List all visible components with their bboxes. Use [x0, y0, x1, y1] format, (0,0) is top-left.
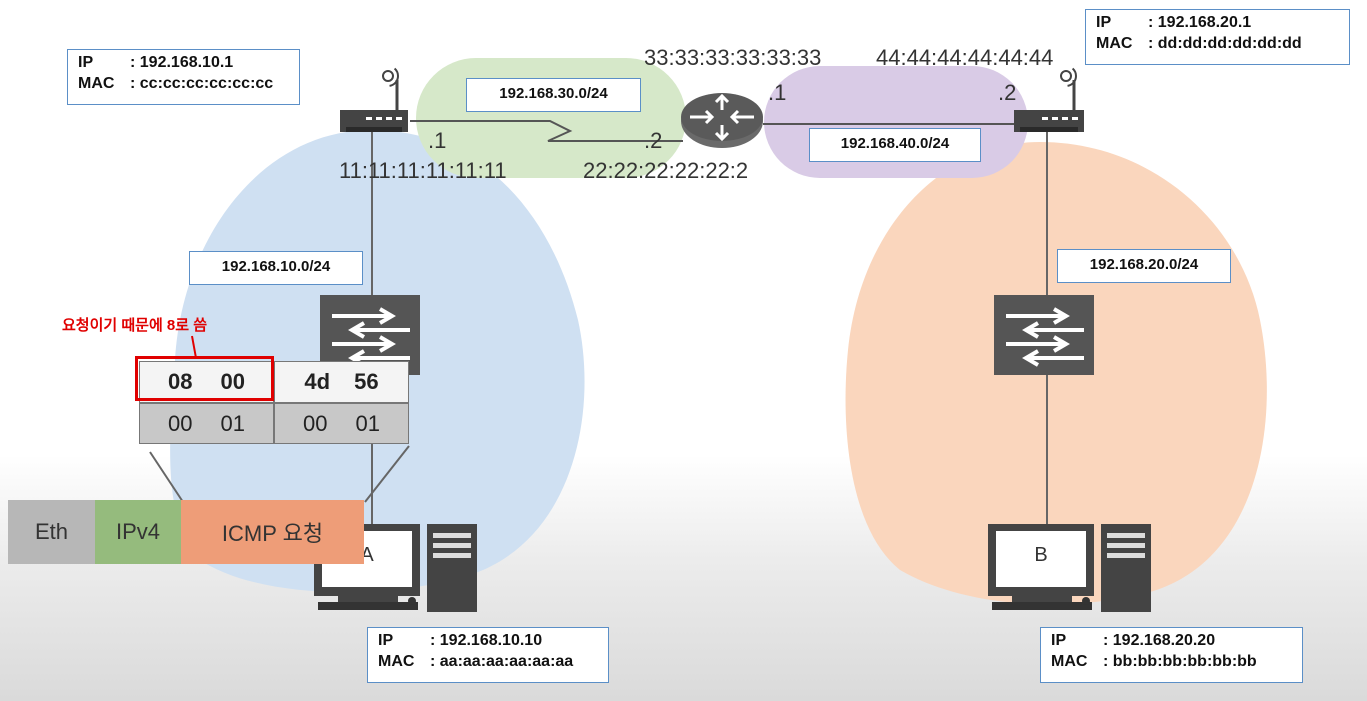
core-router-icon	[681, 93, 763, 148]
sequence-low: 01	[355, 410, 380, 436]
core-right-suffix: .1	[768, 80, 787, 105]
checksum-high: 4d	[304, 369, 331, 394]
host-a-mac: : aa:aa:aa:aa:aa:aa	[430, 653, 574, 670]
callout-line-left	[149, 451, 184, 503]
switch-right-icon	[994, 295, 1094, 375]
link-r1-core	[410, 120, 683, 142]
identifier-high: 00	[168, 410, 193, 436]
icmp-identifier: 00 01	[139, 403, 274, 444]
host-b-mac: : bb:bb:bb:bb:bb:bb	[1103, 653, 1257, 670]
r2-interface-mac: 44:44:44:44:44:44	[876, 45, 1054, 70]
icmp-sequence: 00 01	[274, 403, 409, 444]
core-left-suffix: .2	[644, 128, 663, 153]
host-a-info: IP : 192.168.10.10 MAC : aa:aa:aa:aa:aa:aa	[367, 627, 609, 683]
router-right-info: IP : 192.168.20.1 MAC : dd:dd:dd:dd:dd:dd	[1085, 9, 1350, 65]
checksum-low: 56	[354, 369, 379, 394]
sequence-high: 00	[303, 410, 328, 436]
packet-ipv4-segment: IPv4	[95, 500, 181, 564]
pc-b-icon	[988, 524, 1151, 612]
ip-key: IP	[1096, 14, 1112, 31]
router-left-icon	[340, 65, 408, 132]
router-left-mac: : cc:cc:cc:cc:cc:cc	[130, 75, 274, 92]
router-right-ip: : 192.168.20.1	[1148, 14, 1252, 31]
annotation-text: 요청이기 때문에 8로 씀	[62, 317, 208, 334]
ip-key: IP	[78, 54, 94, 71]
mac-key: MAC	[1096, 35, 1133, 52]
mac-key: MAC	[78, 75, 115, 92]
router-left-info: IP : 192.168.10.1 MAC : cc:cc:cc:cc:cc:cc	[67, 49, 300, 105]
annotation-pointer	[191, 335, 197, 359]
callout-line-right	[364, 445, 410, 503]
r2-interface-suffix: .2	[998, 80, 1017, 105]
ip-key: IP	[1051, 632, 1067, 649]
core-left-mac: 22:22:22:22:22:2	[583, 158, 749, 183]
r1-interface-mac: 11:11:11:11:11:11	[339, 158, 507, 183]
router-left-ip: : 192.168.10.1	[130, 54, 234, 71]
identifier-low: 01	[220, 410, 245, 436]
icmp-checksum: 4d 56	[274, 361, 409, 403]
ip-key: IP	[378, 632, 394, 649]
host-b-label: B	[1034, 544, 1048, 566]
type-code-highlight	[135, 356, 274, 401]
icmp-type: 08	[168, 369, 193, 394]
mac-key: MAC	[1051, 653, 1088, 670]
r1-interface-suffix: .1	[428, 128, 447, 153]
packet-icmp-segment: ICMP 요청	[181, 500, 364, 564]
core-right-mac: 33:33:33:33:33:33	[644, 45, 822, 70]
host-a-ip: : 192.168.10.10	[430, 632, 543, 649]
router-right-mac: : dd:dd:dd:dd:dd:dd	[1148, 35, 1302, 52]
network-label-wan1: 192.168.30.0/24	[466, 78, 641, 112]
packet-eth-segment: Eth	[8, 500, 95, 564]
mac-key: MAC	[378, 653, 415, 670]
host-b-ip: : 192.168.20.20	[1103, 632, 1216, 649]
host-b-info: IP : 192.168.20.20 MAC : bb:bb:bb:bb:bb:bb	[1040, 627, 1303, 683]
router-right-icon	[1014, 65, 1084, 132]
network-label-right: 192.168.20.0/24	[1057, 249, 1231, 283]
network-label-left: 192.168.10.0/24	[189, 251, 363, 285]
icmp-code: 00	[220, 369, 245, 394]
icmp-type-code: 08 00	[139, 361, 274, 403]
network-label-wan2: 192.168.40.0/24	[809, 128, 981, 162]
